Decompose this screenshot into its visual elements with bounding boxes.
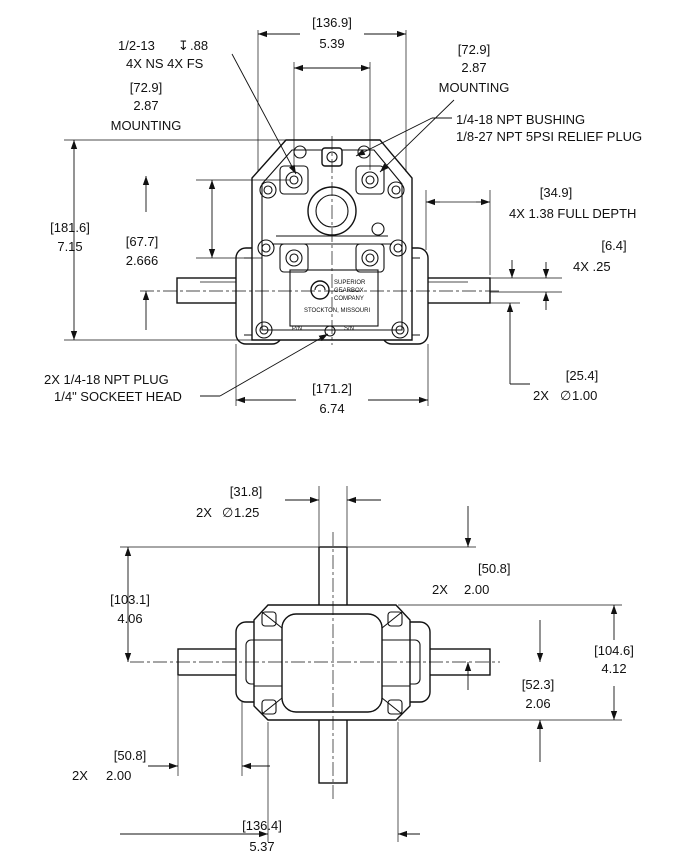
nameplate-sn: S/N — [344, 326, 354, 332]
front-dimensions: [136.9] 5.39 1/2-13 ↧ .88 4X NS 4X FS [7… — [44, 15, 642, 416]
bottom-width-mm: [136.4] — [242, 818, 282, 833]
shaft-dia-in: 1.00 — [572, 388, 597, 403]
housing-depth-in: 4.12 — [601, 661, 626, 676]
mounting-left-in: 2.87 — [133, 98, 158, 113]
front-view: SUPERIOR GEARBOX COMPANY STOCKTON, MISSO… — [140, 136, 500, 345]
diameter-icon-2: ∅ — [222, 505, 233, 520]
key-width-mm: [6.4] — [601, 238, 626, 253]
plug-note-2: 1/4" SOCKEET HEAD — [54, 389, 182, 404]
bottom-width-in: 5.37 — [249, 839, 274, 854]
rshaft-ext-label: 2X — [432, 582, 448, 597]
vshaft-dia-in: 1.25 — [234, 505, 259, 520]
mounting-left-label: MOUNTING — [111, 118, 182, 133]
mounting-right-in: 2.87 — [461, 60, 486, 75]
lshaft-ext-in: 2.00 — [106, 768, 131, 783]
base-width-in: 6.74 — [319, 401, 344, 416]
nameplate-brand-3: COMPANY — [334, 296, 364, 302]
mounting-right-mm: [72.9] — [458, 42, 491, 57]
bushing-note-1: 1/4-18 NPT BUSHING — [456, 112, 585, 127]
bushing-note-2: 1/8-27 NPT 5PSI RELIEF PLUG — [456, 129, 642, 144]
center-height-in: 2.666 — [126, 253, 159, 268]
shaft-dia-label: 2X — [533, 388, 549, 403]
half-depth-in: 2.06 — [525, 696, 550, 711]
top-width-mm: [136.9] — [312, 15, 352, 30]
nameplate — [289, 269, 379, 327]
nameplate-brand-1: SUPERIOR — [334, 280, 366, 286]
tap-spec-line1: 1/2-13 — [118, 38, 155, 53]
rshaft-ext-mm: [50.8] — [478, 561, 511, 576]
overall-height-in: 7.15 — [57, 239, 82, 254]
half-depth-mm: [52.3] — [522, 677, 555, 692]
rshaft-ext-in: 2.00 — [464, 582, 489, 597]
top-width-in: 5.39 — [319, 36, 344, 51]
housing-depth-mm: [104.6] — [594, 643, 634, 658]
diameter-icon: ∅ — [560, 388, 571, 403]
tap-spec-line2: 4X NS 4X FS — [126, 56, 204, 71]
mounting-left-mm: [72.9] — [130, 80, 163, 95]
key-width-label: 4X .25 — [573, 259, 611, 274]
lshaft-ext-label: 2X — [72, 768, 88, 783]
vshaft-dia-mm: [31.8] — [230, 484, 263, 499]
vshaft-dia-label: 2X — [196, 505, 212, 520]
lshaft-ext-mm: [50.8] — [114, 748, 147, 763]
overall-height-mm: [181.6] — [50, 220, 90, 235]
shaft-dia-mm: [25.4] — [566, 368, 599, 383]
plug-note-1: 2X 1/4-18 NPT PLUG — [44, 372, 169, 387]
top-center-in: 4.06 — [117, 611, 142, 626]
top-dimensions: [31.8] 2X ∅ 1.25 [50.8] 2X 2.00 [103.1] … — [72, 484, 634, 854]
depth-symbol-icon: ↧ — [178, 38, 189, 53]
nameplate-pn: P/N — [292, 326, 302, 332]
keyway-depth-label: 4X 1.38 FULL DEPTH — [509, 206, 636, 221]
logo-icon — [310, 280, 330, 300]
base-width-mm: [171.2] — [312, 381, 352, 396]
nameplate-location: STOCKTON, MISSOURI — [304, 308, 370, 314]
tap-depth: .88 — [190, 38, 208, 53]
top-center-mm: [103.1] — [110, 592, 150, 607]
keyway-depth-mm: [34.9] — [540, 185, 573, 200]
mounting-right-label: MOUNTING — [439, 80, 510, 95]
center-height-mm: [67.7] — [126, 234, 159, 249]
top-view — [130, 532, 500, 800]
